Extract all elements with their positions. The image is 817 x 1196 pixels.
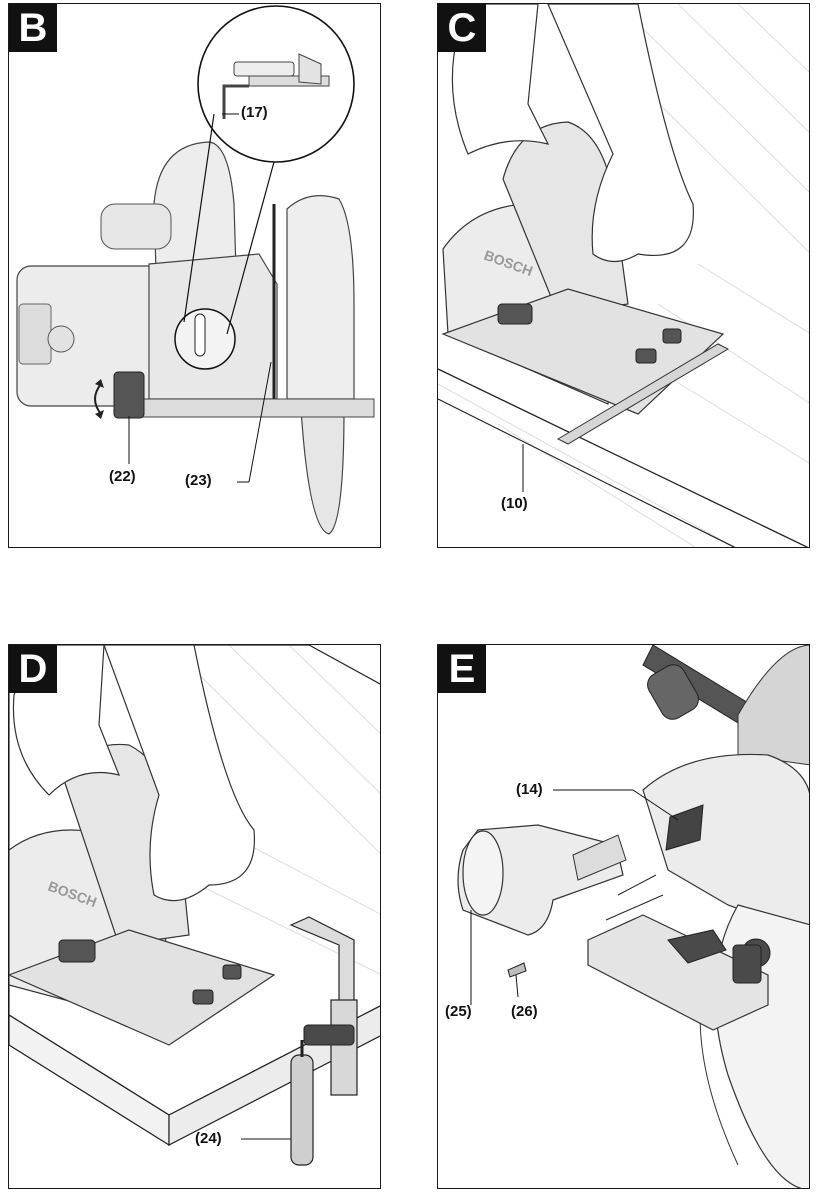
panel-label-b: B (9, 4, 57, 52)
callout-26: (26) (511, 1003, 538, 1020)
panel-label-c: C (438, 4, 486, 52)
figure-panel-c: C BOSCH (437, 3, 810, 548)
illustration-b (16, 5, 375, 535)
callout-14: (14) (516, 781, 543, 798)
callout-24: (24) (195, 1130, 222, 1147)
parallel-guide (556, 343, 730, 445)
panel-label-e: E (438, 645, 486, 693)
panel-label-d: D (9, 645, 57, 693)
callout-10: (10) (501, 495, 528, 512)
hand-right (103, 645, 256, 902)
callout-22: (22) (109, 468, 136, 485)
illustration-d: BOSCH (9, 645, 380, 1166)
chip-ejector-opening (665, 804, 704, 851)
figure-panel-b: B (17) (8, 3, 381, 548)
callout-23: (23) (185, 472, 212, 489)
base-plate (587, 914, 769, 1031)
callout-25: (25) (445, 1003, 472, 1020)
figure-panel-e: E (14) (25) (26) (437, 644, 810, 1189)
figure-panel-d: D BOSCH (24) (8, 644, 381, 1189)
illustration-c: BOSCH (438, 4, 809, 547)
base-plate (138, 398, 375, 418)
screw-clamp (289, 916, 355, 1008)
blade-guard (286, 195, 355, 400)
blade-guard (642, 753, 809, 935)
illustration-e (457, 645, 809, 1188)
callout-17: (17) (241, 104, 268, 121)
hand-right (547, 4, 694, 263)
